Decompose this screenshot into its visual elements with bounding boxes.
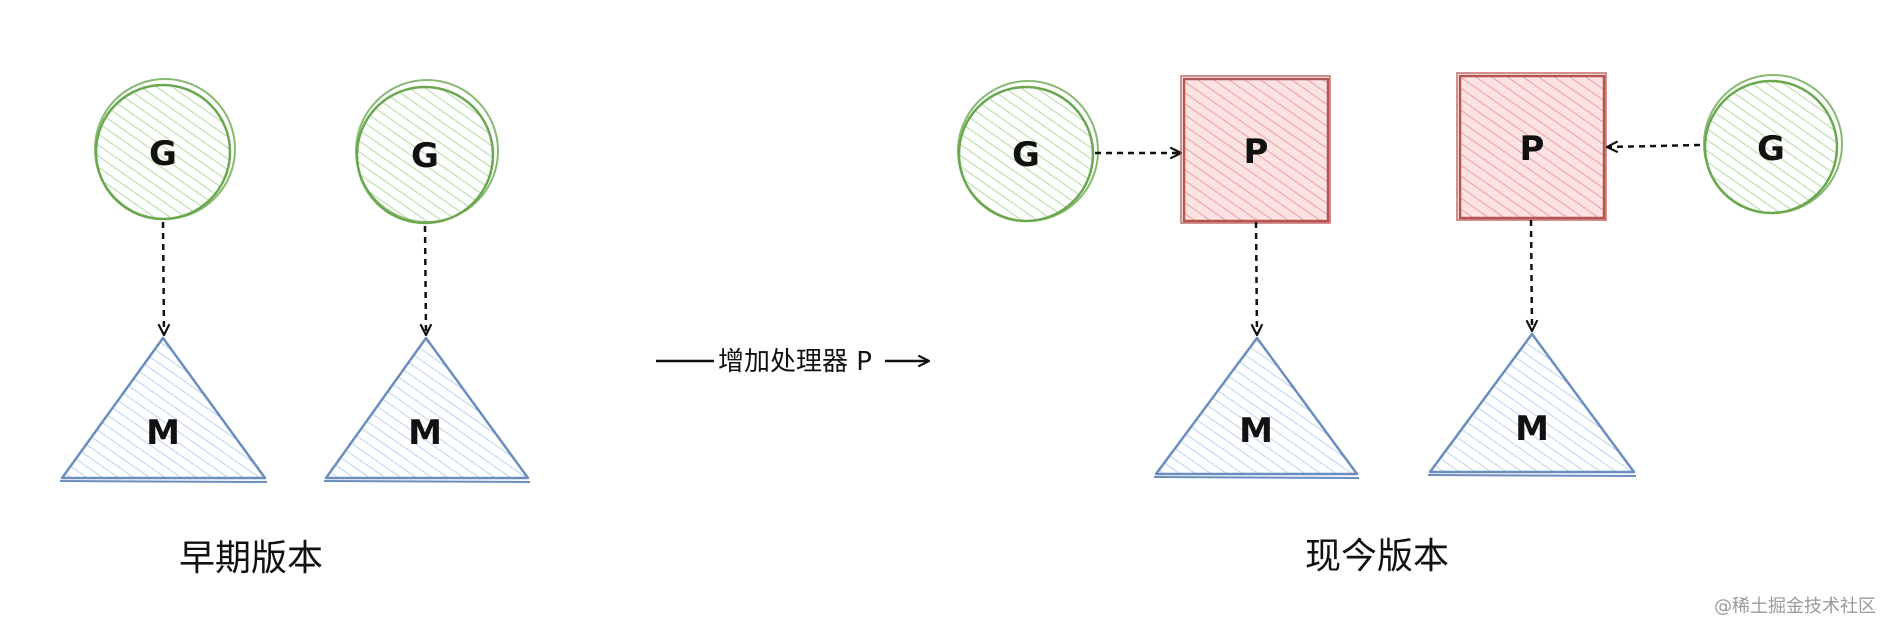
early-version-group: G G M M 早期版本 [59,78,531,579]
early-arrow-g1-m1 [157,221,171,337]
early-goroutine-1: G [94,78,236,221]
current-processor-1: P [1180,75,1331,224]
current-g1-label: G [1012,135,1040,175]
current-m2-label: M [1515,409,1549,449]
current-m1-label: M [1239,411,1273,451]
current-g2-label: G [1757,129,1785,169]
watermark: @稀土掘金技术社区 [1714,596,1876,617]
current-processor-2: P [1456,72,1607,221]
current-p2-label: P [1520,129,1545,169]
current-p1-label: P [1244,132,1269,172]
early-version-caption: 早期版本 [179,538,323,579]
transition-label: 增加处理器 P [718,347,872,377]
current-arrow-p1-m1 [1250,221,1264,337]
current-arrow-g2-p2 [1605,140,1701,154]
current-arrow-p2-m2 [1525,219,1539,333]
current-version-group: G P M P G [957,72,1843,577]
early-arrow-g2-m2 [419,225,433,337]
early-g2-label: G [411,136,439,176]
current-goroutine-2: G [1703,74,1843,215]
current-machine-1: M [1153,336,1360,479]
current-goroutine-1: G [957,80,1099,223]
current-machine-2: M [1427,332,1637,477]
early-machine-2: M [323,336,531,483]
early-machine-1: M [59,336,268,483]
early-g1-label: G [149,134,177,174]
early-m1-label: M [146,413,180,453]
transition-group: 增加处理器 P [656,347,931,377]
current-version-caption: 现今版本 [1305,536,1449,577]
early-m2-label: M [408,413,442,453]
early-goroutine-2: G [355,79,499,225]
